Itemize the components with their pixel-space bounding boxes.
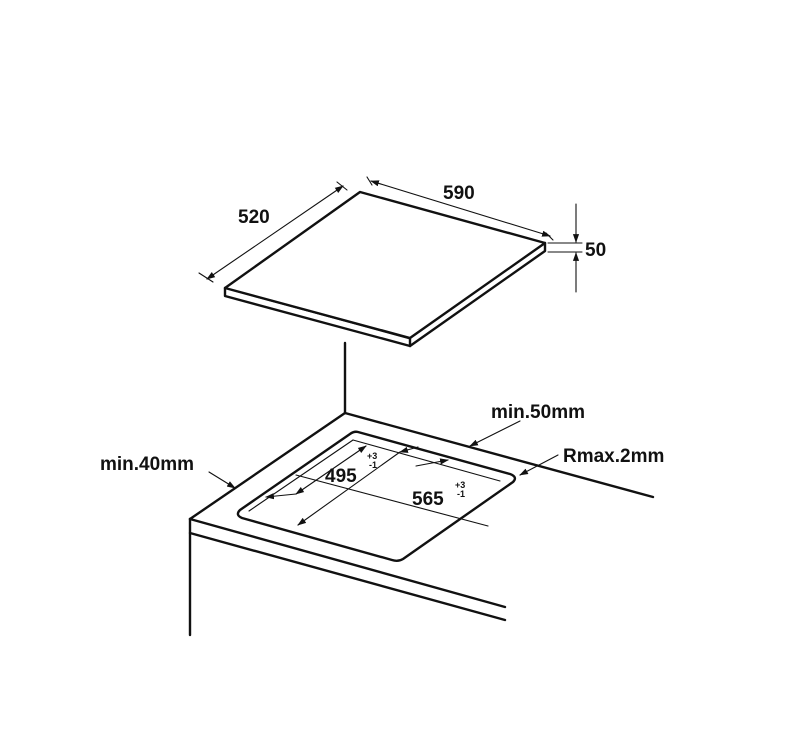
cutout-width-tol-upper: +3 [455,480,465,490]
hob-right-edge [408,241,547,348]
corner-radius: Rmax.2mm [519,446,664,476]
dimension-height: 50 [547,203,606,293]
cutout-depth-tol-lower: -1 [369,460,377,470]
clearance-back: min.50mm [469,402,585,447]
cutout-outline [236,430,517,562]
dimension-cutout-width: 565 +3 -1 [295,446,489,527]
cutout-depth-tol-upper: +3 [367,451,377,461]
worktop [188,341,655,637]
hob-top-surface [223,190,547,340]
label-cutout-width: 565 [412,489,444,510]
hob-appliance [223,190,547,348]
dimension-depth: 520 [198,181,348,283]
label-height: 50 [585,240,606,261]
label-cutout-depth: 495 [325,466,357,487]
label-width: 590 [443,183,475,204]
label-clearance-front: min.40mm [100,454,194,475]
label-clearance-back: min.50mm [491,402,585,423]
dimension-cutout-depth: 495 +3 -1 [265,445,377,500]
hob-front-edge [223,286,412,348]
dimension-width: 590 [366,176,554,241]
cutout-width-tol-lower: -1 [457,489,465,499]
label-corner-radius: Rmax.2mm [563,446,664,467]
clearance-front: min.40mm [100,454,236,489]
label-depth: 520 [238,207,270,228]
